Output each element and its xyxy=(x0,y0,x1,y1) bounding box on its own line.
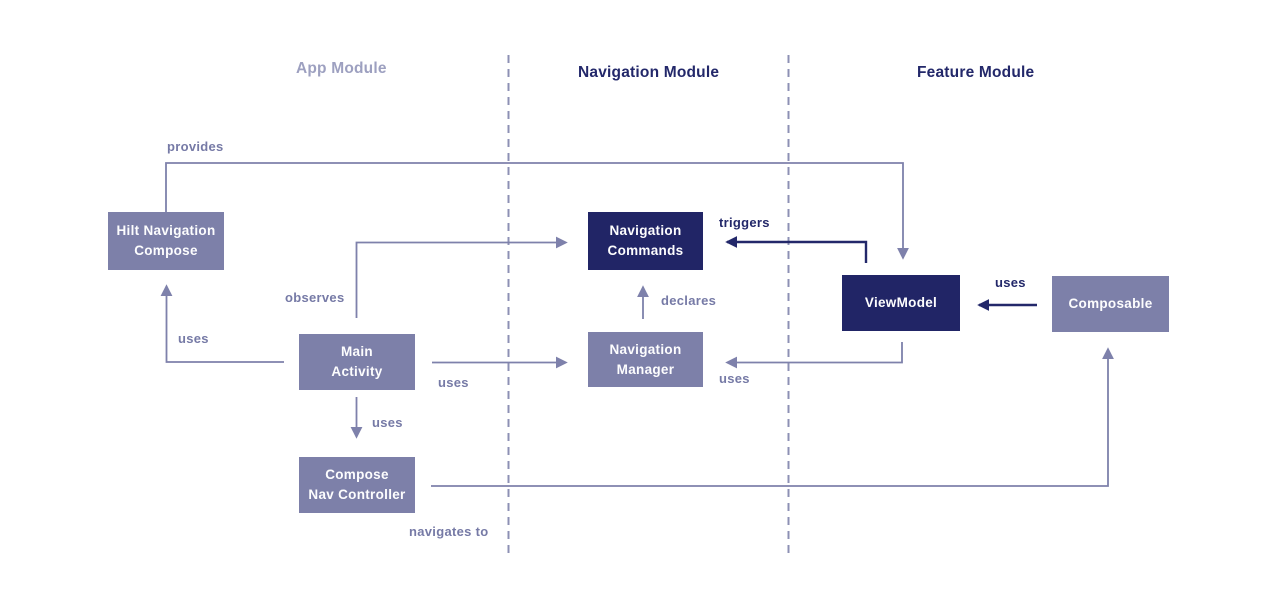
edge-label-uses-navmanager: uses xyxy=(438,375,469,390)
edge-provides xyxy=(165,162,909,260)
node-viewmodel: ViewModel xyxy=(842,275,960,331)
node-navigation-manager: Navigation Manager xyxy=(588,332,703,387)
edge-triggers xyxy=(725,236,868,263)
edge-uses-mainactivity-hiltnavigationcompose xyxy=(160,284,284,363)
edge-label-uses-hilt: uses xyxy=(178,331,209,346)
node-compose-nav-controller: Compose Nav Controller xyxy=(299,457,415,513)
edge-navigates-to xyxy=(431,347,1114,487)
edge-label-uses-navcontroller: uses xyxy=(372,415,403,430)
module-title-navigation: Navigation Module xyxy=(578,64,720,81)
node-navigation-commands: Navigation Commands xyxy=(588,212,703,270)
edge-uses-viewmodel-navigationmanager xyxy=(725,342,903,369)
module-title-app: App Module xyxy=(296,60,387,77)
node-hilt-navigation-compose: Hilt Navigation Compose xyxy=(108,212,224,270)
edge-label-navigates-to: navigates to xyxy=(409,524,489,539)
edge-label-triggers: triggers xyxy=(719,215,770,230)
node-composable: Composable xyxy=(1052,276,1169,332)
module-title-feature: Feature Module xyxy=(917,64,1035,81)
edge-observes xyxy=(355,236,568,318)
node-main-activity: Main Activity xyxy=(299,334,415,390)
edge-label-observes: observes xyxy=(285,290,345,305)
edge-label-uses-vm-navmanager: uses xyxy=(719,371,750,386)
edge-label-provides: provides xyxy=(167,139,224,154)
edge-label-declares: declares xyxy=(661,293,717,308)
edge-label-uses-composable-vm: uses xyxy=(995,275,1026,290)
